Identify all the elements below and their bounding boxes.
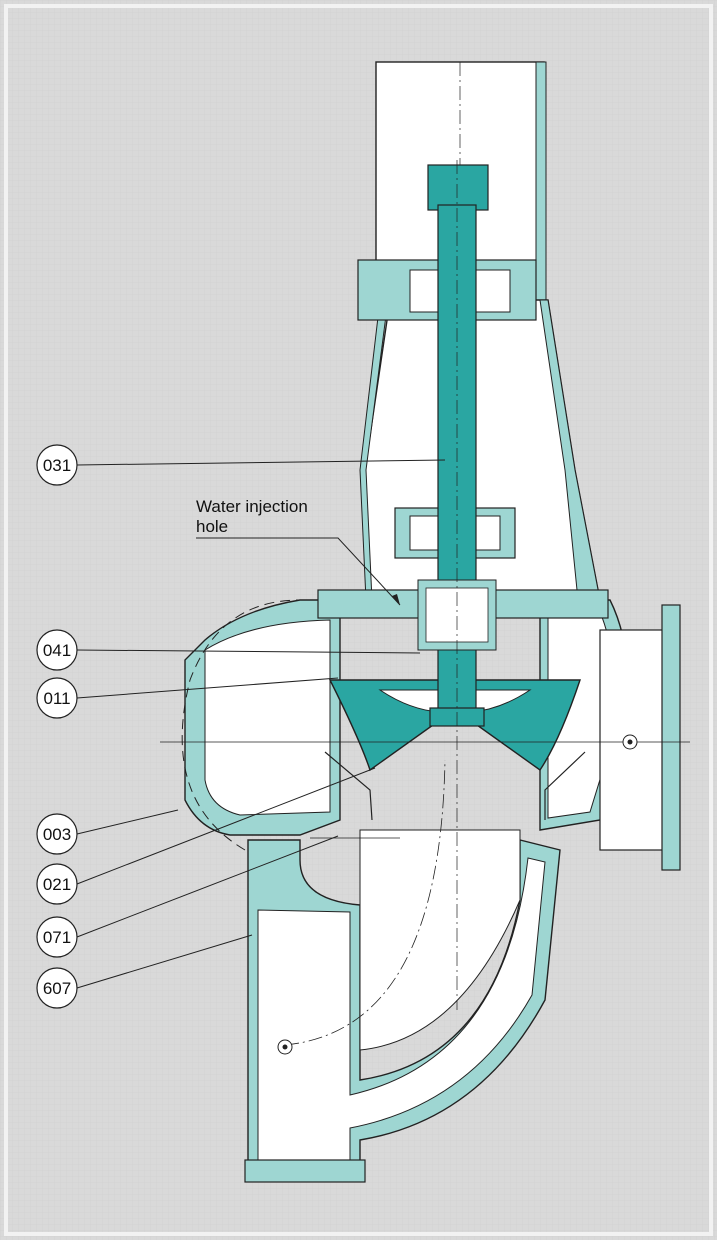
- callout-003: 003: [36, 809, 179, 855]
- panel-border: [4, 4, 713, 1236]
- suction-elbow: [244, 759, 561, 1183]
- callout-011: 011: [36, 677, 339, 719]
- water-injection-label-line2: hole: [196, 517, 228, 536]
- bolt-symbol-suction: [277, 1039, 293, 1055]
- callout-label: 031: [43, 456, 71, 475]
- callout-label: 607: [43, 979, 71, 998]
- bolt-symbol-discharge: [622, 734, 638, 750]
- callout-label: 041: [43, 641, 71, 660]
- callout-label: 011: [43, 689, 70, 708]
- callout-607: 607: [36, 934, 253, 1009]
- callout-021: 021: [36, 767, 376, 905]
- volute-casing: [181, 589, 681, 871]
- callout-041: 041: [36, 629, 421, 671]
- callout-label: 021: [43, 875, 71, 894]
- water-injection-label-line1: Water injection: [196, 497, 308, 516]
- callout-label: 003: [43, 825, 71, 844]
- callout-031: 031: [36, 444, 446, 486]
- water-injection-annotation: Water injection hole: [196, 497, 401, 606]
- callout-071: 071: [36, 835, 339, 958]
- callout-label: 071: [43, 928, 71, 947]
